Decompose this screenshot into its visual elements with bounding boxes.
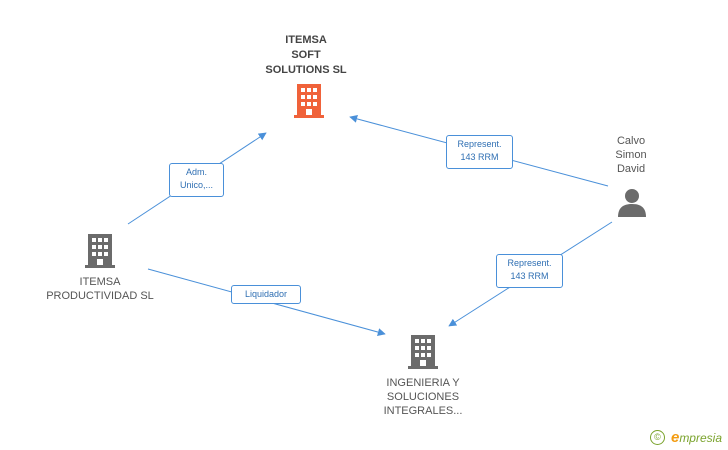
edge-label-represent-ingenieria[interactable]: Represent. 143 RRM bbox=[496, 254, 563, 288]
edge-label-liquidador[interactable]: Liquidador bbox=[231, 285, 301, 304]
node-label-itemsa-productividad[interactable]: ITEMSA PRODUCTIVIDAD SL bbox=[46, 276, 154, 302]
node-label-ingenieria[interactable]: INGENIERIA Y SOLUCIONES INTEGRALES... bbox=[383, 377, 463, 417]
edge-label-adm-unico[interactable]: Adm. Unico,... bbox=[169, 163, 224, 197]
node-label-calvo[interactable]: Calvo Simon David bbox=[615, 135, 647, 175]
building-icon[interactable] bbox=[408, 335, 438, 369]
brand-logo-initial: e bbox=[670, 429, 680, 446]
building-icon[interactable] bbox=[85, 234, 115, 268]
brand-logo-text: mpresia bbox=[679, 430, 722, 445]
footer-branding: © e mpresia bbox=[649, 429, 722, 446]
copyright-icon: © bbox=[649, 430, 665, 445]
building-icon[interactable] bbox=[294, 84, 324, 118]
edge-label-represent-soft[interactable]: Represent. 143 RRM bbox=[446, 135, 513, 169]
node-label-itemsa-soft[interactable]: ITEMSA SOFT SOLUTIONS SL bbox=[265, 34, 347, 76]
person-icon[interactable] bbox=[618, 189, 646, 217]
